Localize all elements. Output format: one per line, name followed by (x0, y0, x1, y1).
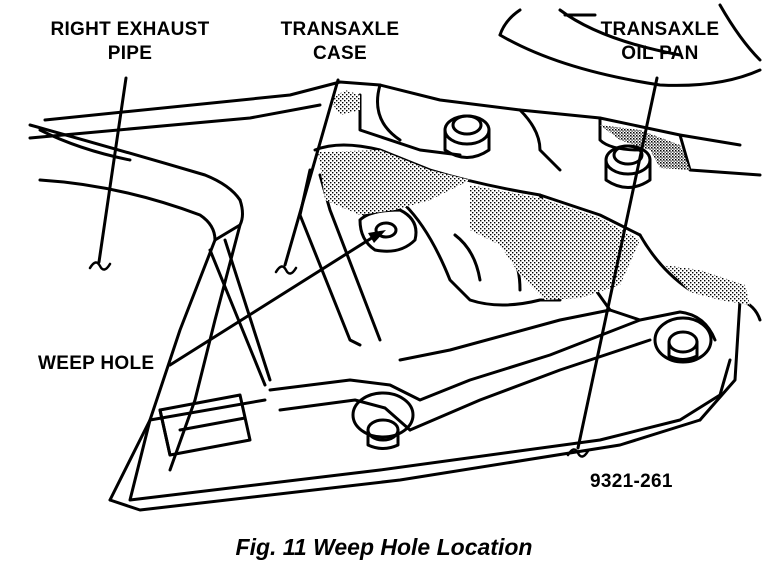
leader-weep-hole (168, 232, 380, 367)
bolt-upper-left (443, 114, 491, 159)
label-transaxle-case-line2: CASE (313, 43, 367, 64)
shaded-region-left (318, 150, 470, 215)
label-right-exhaust-pipe-line1: RIGHT EXHAUST (50, 19, 210, 40)
arrowhead-weep-hole (368, 230, 386, 243)
label-weep-hole: WEEP HOLE (38, 353, 155, 374)
shaded-region-top-left (330, 90, 360, 115)
bolt-pan-left (351, 391, 415, 450)
bolt-upper-right (604, 144, 652, 189)
label-transaxle-case: TRANSAXLE CASE (265, 18, 415, 66)
label-transaxle-oil-pan: TRANSAXLE OIL PAN (585, 18, 735, 66)
shaded-region-upper-right (600, 125, 690, 170)
exhaust-pipe-outline (28, 123, 242, 202)
squiggle-exhaust-pipe (88, 261, 112, 271)
weep-hole (374, 221, 398, 239)
leader-transaxle-case (283, 78, 340, 267)
squiggle-transaxle-case (274, 265, 298, 275)
leader-exhaust-pipe (97, 76, 128, 264)
figure-number: 9321-261 (590, 471, 673, 492)
label-right-exhaust-pipe: RIGHT EXHAUST PIPE (40, 18, 220, 66)
label-right-exhaust-pipe-line2: PIPE (107, 43, 153, 64)
leader-oil-pan (576, 76, 659, 450)
label-transaxle-oil-pan-line2: OIL PAN (621, 43, 699, 64)
label-transaxle-case-line1: TRANSAXLE (280, 19, 400, 40)
label-transaxle-oil-pan-line1: TRANSAXLE (600, 19, 720, 40)
shaded-region-far-right (665, 265, 750, 305)
shaded-region-center (470, 185, 640, 300)
squiggle-oil-pan (566, 448, 590, 458)
case-dome-outline (498, 33, 762, 87)
bolt-pan-right (653, 316, 713, 364)
oil-pan-flange (268, 310, 717, 402)
figure-caption: Fig. 11 Weep Hole Location (235, 534, 533, 560)
